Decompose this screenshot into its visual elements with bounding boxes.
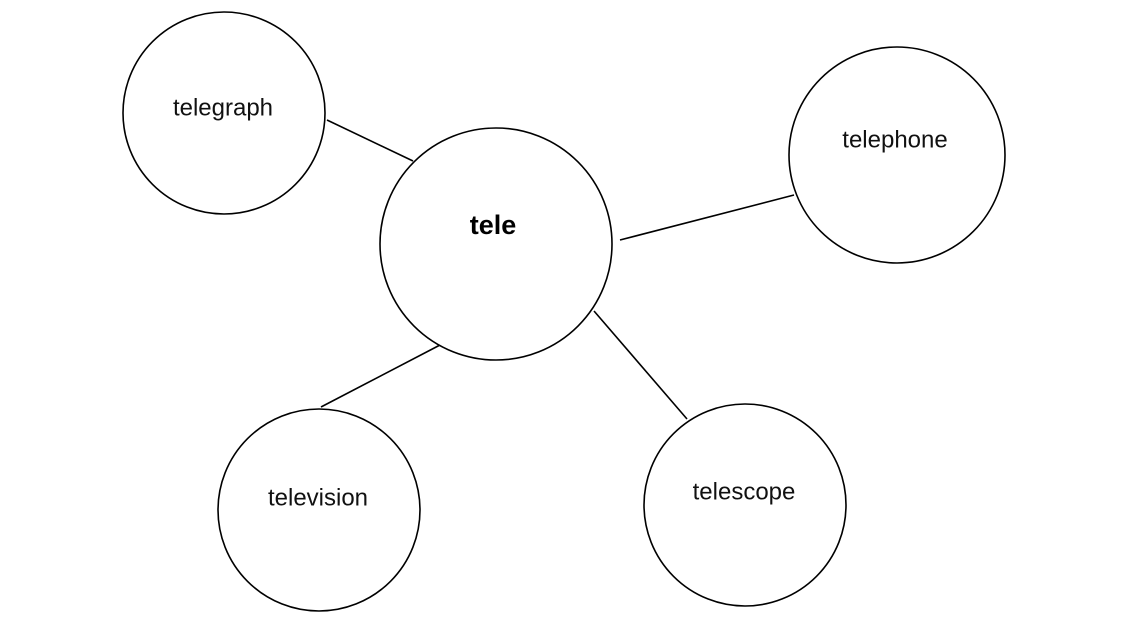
branch-node-circle [643, 403, 847, 607]
center-node-label: tele [470, 210, 517, 240]
branch-node-circle [122, 11, 326, 215]
center-node-circle [379, 127, 613, 361]
branch-node-telescope: telescope [643, 403, 847, 607]
branch-node-label: telescope [693, 478, 796, 505]
branch-node-label: telephone [842, 126, 947, 153]
branch-node-telegraph: telegraph [122, 11, 326, 215]
branch-node-label: telegraph [173, 94, 273, 121]
branch-node-telephone: telephone [788, 46, 1006, 264]
center-node: tele [379, 127, 613, 361]
connector-telegraph [326, 119, 414, 162]
branch-node-circle [217, 408, 421, 612]
connector-telescope [593, 310, 688, 420]
connector-television [320, 344, 441, 408]
branch-node-television: television [217, 408, 421, 612]
connector-telephone [619, 194, 795, 241]
branch-node-label: television [268, 484, 368, 511]
branch-node-circle [788, 46, 1006, 264]
